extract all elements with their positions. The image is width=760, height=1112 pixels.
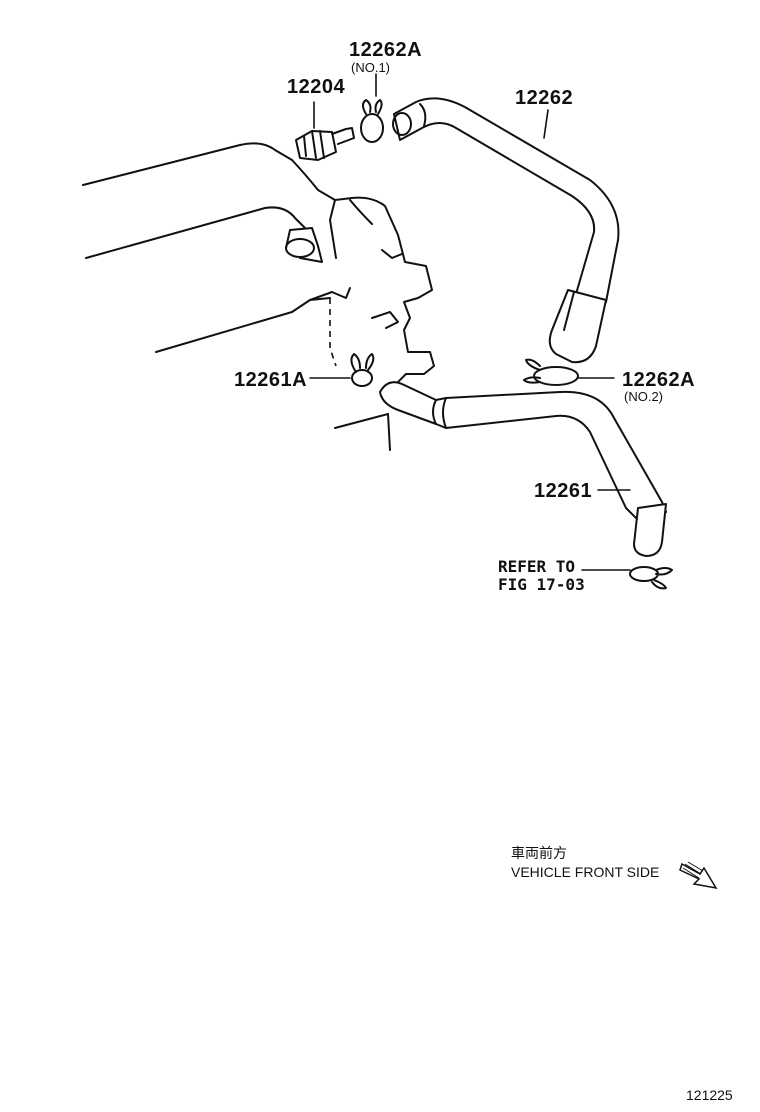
label-12261: 12261 (534, 480, 592, 502)
direction-japanese: 車両前方 (511, 845, 567, 861)
label-12262: 12262 (515, 87, 573, 109)
clamp-lower-reference (581, 566, 673, 590)
label-12261a: 12261A (234, 369, 307, 391)
hose-12261 (379, 381, 667, 557)
clamp-12261a (309, 353, 375, 387)
hose-12262 (392, 97, 620, 364)
label-12204: 12204 (287, 76, 345, 98)
refer-fig-line: FIG 17-03 (498, 575, 585, 594)
engine-block-outline (82, 142, 435, 451)
arrow-down-right-icon (679, 861, 718, 890)
clamp-12262a-no1 (360, 73, 384, 143)
note-no1: (NO.1) (351, 60, 390, 75)
pcv-valve-12204 (295, 101, 355, 161)
direction-english: VEHICLE FRONT SIDE (511, 864, 659, 880)
label-12262a-no2: 12262A (622, 369, 695, 391)
catalog-number: 121225 (686, 1087, 733, 1103)
note-no2: (NO.2) (624, 389, 663, 404)
label-12262a-no1: 12262A (349, 39, 422, 61)
clamp-12262a-no2 (523, 358, 615, 386)
refer-to-line: REFER TO (498, 557, 575, 576)
